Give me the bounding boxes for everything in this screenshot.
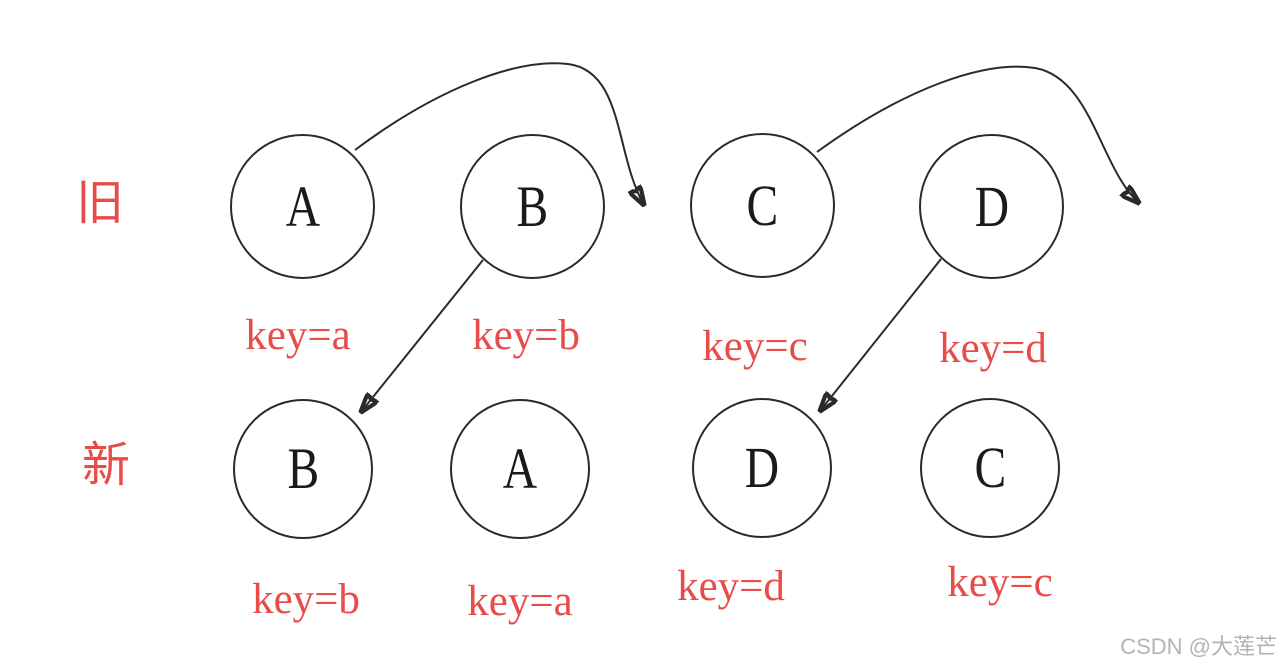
node-new-c-label: C (974, 435, 1006, 500)
node-old-b: B (460, 134, 605, 279)
key-label-old-d: key=d (939, 325, 1047, 372)
arrow-old-b-to-new-b (361, 259, 484, 412)
arrow-old-c-to-after-d (816, 65, 1139, 203)
node-old-a: A (230, 134, 375, 279)
node-new-a: A (450, 399, 590, 539)
node-old-a-label: A (285, 173, 320, 239)
node-old-c-label: C (746, 172, 779, 238)
key-label-old-a: key=a (245, 312, 351, 359)
node-new-a-label: A (502, 436, 538, 501)
node-old-b-label: B (516, 173, 549, 239)
node-old-d-label: D (974, 173, 1009, 239)
node-old-d: D (919, 134, 1064, 279)
node-new-b-label: B (287, 436, 319, 501)
node-old-c: C (690, 133, 835, 278)
key-label-new-d: key=d (677, 563, 785, 610)
node-new-b: B (233, 399, 373, 539)
key-label-old-c: key=c (702, 323, 808, 370)
arrow-old-a-to-after-b (354, 62, 644, 205)
node-new-d-label: D (744, 435, 780, 500)
key-label-new-c: key=c (947, 559, 1053, 606)
key-label-new-a: key=a (467, 578, 573, 625)
key-label-new-b: key=b (252, 576, 360, 623)
watermark: CSDN @大莲芒 (1120, 634, 1277, 659)
row-label-new: 新 (82, 439, 131, 492)
node-new-d: D (692, 398, 832, 538)
row-label-old: 旧 (76, 177, 125, 230)
key-label-old-b: key=b (472, 312, 580, 359)
node-new-c: C (920, 398, 1060, 538)
arrow-old-d-to-new-d (820, 258, 942, 411)
